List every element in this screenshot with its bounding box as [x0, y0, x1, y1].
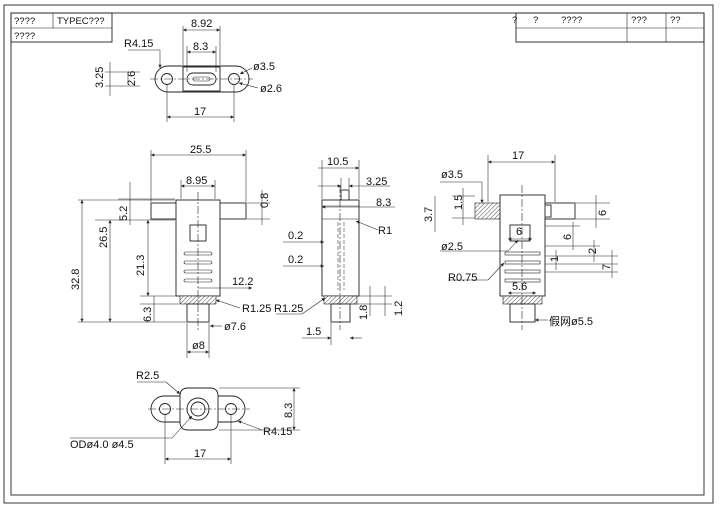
bottom-dim-83: 8.3	[283, 403, 295, 418]
front-dia-8: ø8	[192, 340, 205, 352]
side-view: 10.5 3.25 8.3 R1 0.2 0.2 R1.25 1.5 1.8	[274, 156, 405, 345]
section-dim-56: 5.6	[512, 281, 527, 293]
side-dim-83: 8.3	[376, 197, 391, 209]
front-dim-122: 12.2	[232, 276, 253, 288]
section-dim-2: 2	[587, 248, 599, 254]
title-block-cell-c: ????	[14, 31, 35, 42]
side-radius-1: R1	[378, 225, 392, 237]
title-block-cell-e: ?	[533, 15, 538, 26]
title-block-cell-a: ????	[14, 16, 35, 27]
top-width-83: 8.3	[193, 41, 208, 53]
front-dim-265: 26.5	[98, 227, 110, 248]
side-flange	[340, 189, 350, 201]
section-dim-6a: 6	[597, 210, 609, 216]
top-hole-26: ø2.6	[260, 83, 282, 95]
bottom-view: R2.5 8.3 ODø4.0 ø4.5 R4.15 17	[70, 370, 300, 464]
title-block-cell-f: ????	[561, 15, 582, 26]
front-dim-213: 21.3	[135, 255, 147, 276]
section-dim-15: 1.5	[453, 195, 465, 210]
front-radius-125: R1.25	[242, 303, 271, 315]
front-dim-63: 6.3	[142, 307, 154, 322]
section-dim-6b: 6	[516, 226, 522, 238]
side-dim-02b: 0.2	[288, 254, 303, 266]
top-view: 8.92 8.3 R4.15 3.25 2.6 ø3.5 ø2.6 17	[94, 18, 282, 122]
section-fake-mesh: 假网ø5.5	[549, 314, 593, 328]
title-block-left: ???? TYPEC??? ????	[10, 12, 113, 43]
section-dim-17: 17	[512, 150, 524, 162]
bottom-pitch-17: 17	[194, 448, 206, 460]
front-flange-08: 0.8	[259, 193, 271, 208]
front-view: 25.5 8.95 0.8 5.2 26.5 32.8 21.3 6.3 1	[70, 144, 271, 358]
side-dim-105: 10.5	[327, 156, 348, 168]
section-nut	[502, 295, 543, 305]
top-width-892: 8.92	[191, 18, 212, 30]
bottom-boss	[179, 387, 219, 431]
section-dim-6c: 6	[562, 234, 574, 240]
side-dim-325: 3.25	[366, 176, 387, 188]
side-tail	[330, 303, 351, 323]
section-dim-7: 7	[601, 264, 613, 270]
title-block-right: ? ? ???? ??? ??	[512, 12, 705, 43]
title-block-cell-b: TYPEC???	[57, 16, 105, 27]
bottom-radius-25: R2.5	[136, 370, 159, 382]
top-radius: R4.15	[124, 38, 153, 50]
front-dim-52: 5.2	[118, 206, 130, 221]
side-dim-15: 1.5	[306, 326, 321, 338]
inner-border	[10, 12, 705, 496]
top-pitch-17: 17	[194, 106, 206, 118]
side-dim-02a: 0.2	[288, 230, 303, 242]
front-dia-76: ø7.6	[224, 321, 246, 333]
title-block-cell-d: ?	[512, 15, 517, 26]
front-width-895: 8.95	[186, 175, 207, 187]
section-dim-37: 3.7	[423, 207, 435, 222]
side-radius-125: R1.25	[274, 303, 303, 315]
title-block-cell-h: ??	[670, 15, 681, 26]
section-view: 17 ø3.5 1.5 3.7 6 6 ø2.5 6 2	[423, 150, 618, 330]
front-dim-328: 32.8	[70, 269, 82, 290]
side-body	[321, 199, 360, 297]
section-dia-35: ø3.5	[441, 169, 463, 181]
bottom-od-label: ODø4.0 ø4.5	[70, 439, 134, 451]
section-tail	[509, 303, 536, 323]
side-dim-18: 1.8	[358, 305, 370, 320]
top-height-26: 2.6	[126, 71, 138, 86]
bottom-radius-415: R4.15	[263, 426, 292, 438]
top-height-325: 3.25	[94, 67, 106, 88]
section-radius-075: R0.75	[448, 272, 477, 284]
front-width-255: 25.5	[190, 144, 211, 156]
side-nut	[323, 295, 358, 305]
section-dia-25: ø2.5	[441, 241, 463, 253]
outer-border	[3, 4, 714, 504]
section-dim-1: 1	[549, 256, 561, 262]
title-block-cell-g: ???	[631, 15, 647, 26]
side-dim-12: 1.2	[393, 301, 405, 316]
top-hole-35: ø3.5	[253, 61, 275, 73]
